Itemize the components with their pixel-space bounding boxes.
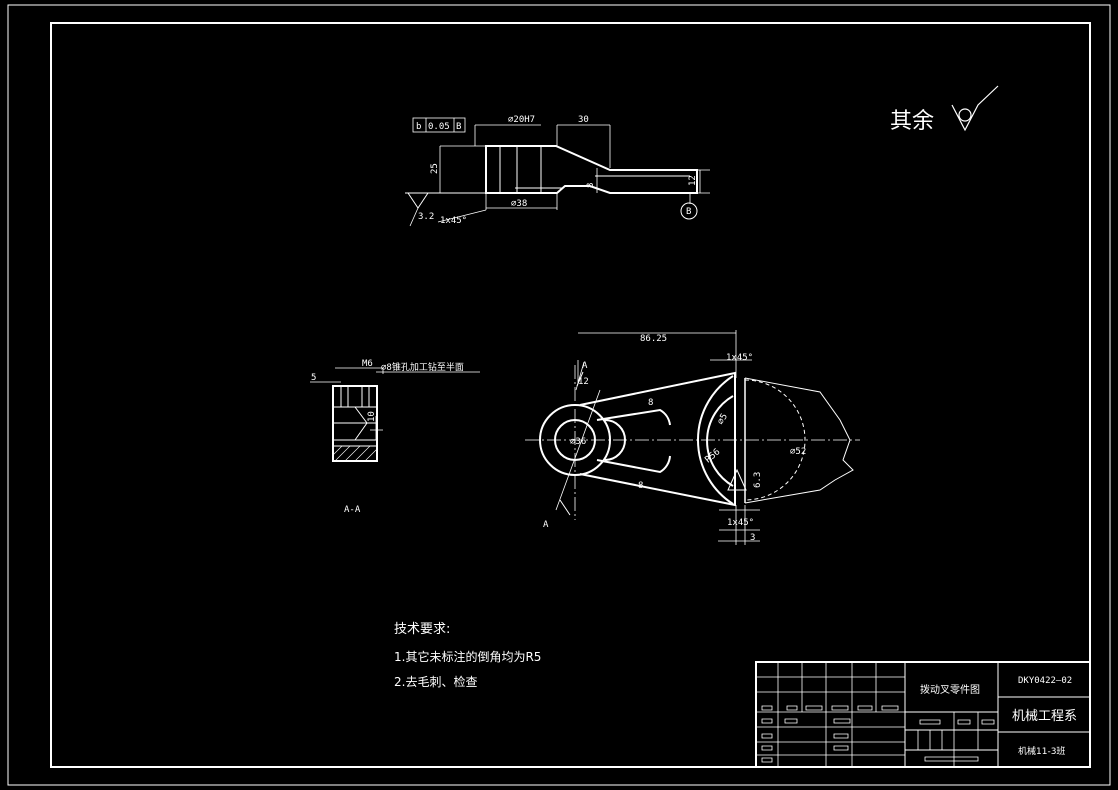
tolerance-value: 0.05 [428,122,450,132]
tech-requirements-title: 技术要求: [394,622,451,637]
dim-8-a: 8 [648,398,653,408]
dim-52: ⌀52 [790,447,806,457]
top-view-dimensions: b 0.05 B ⌀20H7 30 25 ⌀38 8 12 3.2 1x45° … [416,115,698,226]
section-mark-top: A [582,361,588,371]
dim-8-b: 8 [638,481,643,491]
dim-12-front: 12 [578,377,589,387]
top-view [405,117,710,227]
dim-38: ⌀38 [511,199,527,209]
section-view [310,367,480,462]
dim-86-25: 86.25 [640,334,667,344]
chamfer-bottom: 1x45° [727,518,754,528]
title-block [755,661,1091,768]
dim-5: 5 [311,373,316,383]
dim-r56: R56 [704,447,723,465]
dim-12: 12 [688,175,698,186]
class-name: 机械11-3班 [1018,745,1065,757]
section-mark-bottom: A [543,520,549,530]
dim-8: 8 [586,183,596,188]
tech-requirement-1: 1.其它未标注的倒角均为R5 [394,650,542,664]
front-view-dimensions: 86.25 1x45° 1x45° A A 12 ⌀36 8 8 ⌀5 ⌀52 … [543,334,806,543]
dim-m6: M6 [362,359,373,369]
surface-finish-note: 其余 [890,85,999,134]
part-name: 拨动叉零件图 [920,683,980,696]
dim-3: 3 [750,533,755,543]
tech-requirement-2: 2.去毛刺、检查 [394,675,478,689]
front-view [525,330,860,545]
dim-bore-20h7: ⌀20H7 [508,115,535,125]
datum-label: B [686,207,691,217]
roughness-symbol-icon [951,85,999,132]
chamfer-top: 1x45° [726,353,753,363]
dim-r5: ⌀5 [716,412,730,426]
inner-border [50,22,1091,768]
section-label: A-A [344,505,361,515]
dim-depth: 10 [367,411,377,422]
department: 机械工程系 [1012,709,1077,724]
drawing-number: DKY0422—02 [1018,676,1072,686]
tolerance-symbol: b [416,122,421,132]
dim-30: 30 [578,115,589,125]
roughness-value: 3.2 [418,212,434,222]
dim-25: 25 [430,163,440,174]
dim-bore-36: ⌀36 [570,437,586,447]
hole-note: ⌀8锥孔加工钻至半面 [381,361,464,373]
title-block-text: 拨动叉零件图 DKY0422—02 机械工程系 机械11-3班 [920,676,1077,757]
chamfer-label: 1x45° [440,216,467,226]
section-view-dimensions: M6 5 ⌀8锥孔加工钻至半面 10 A-A [311,359,464,515]
dim-6-3: 6.3 [753,472,763,488]
surface-note-text: 其余 [890,109,934,134]
tolerance-datum: B [456,122,461,132]
outer-border [7,4,1111,786]
